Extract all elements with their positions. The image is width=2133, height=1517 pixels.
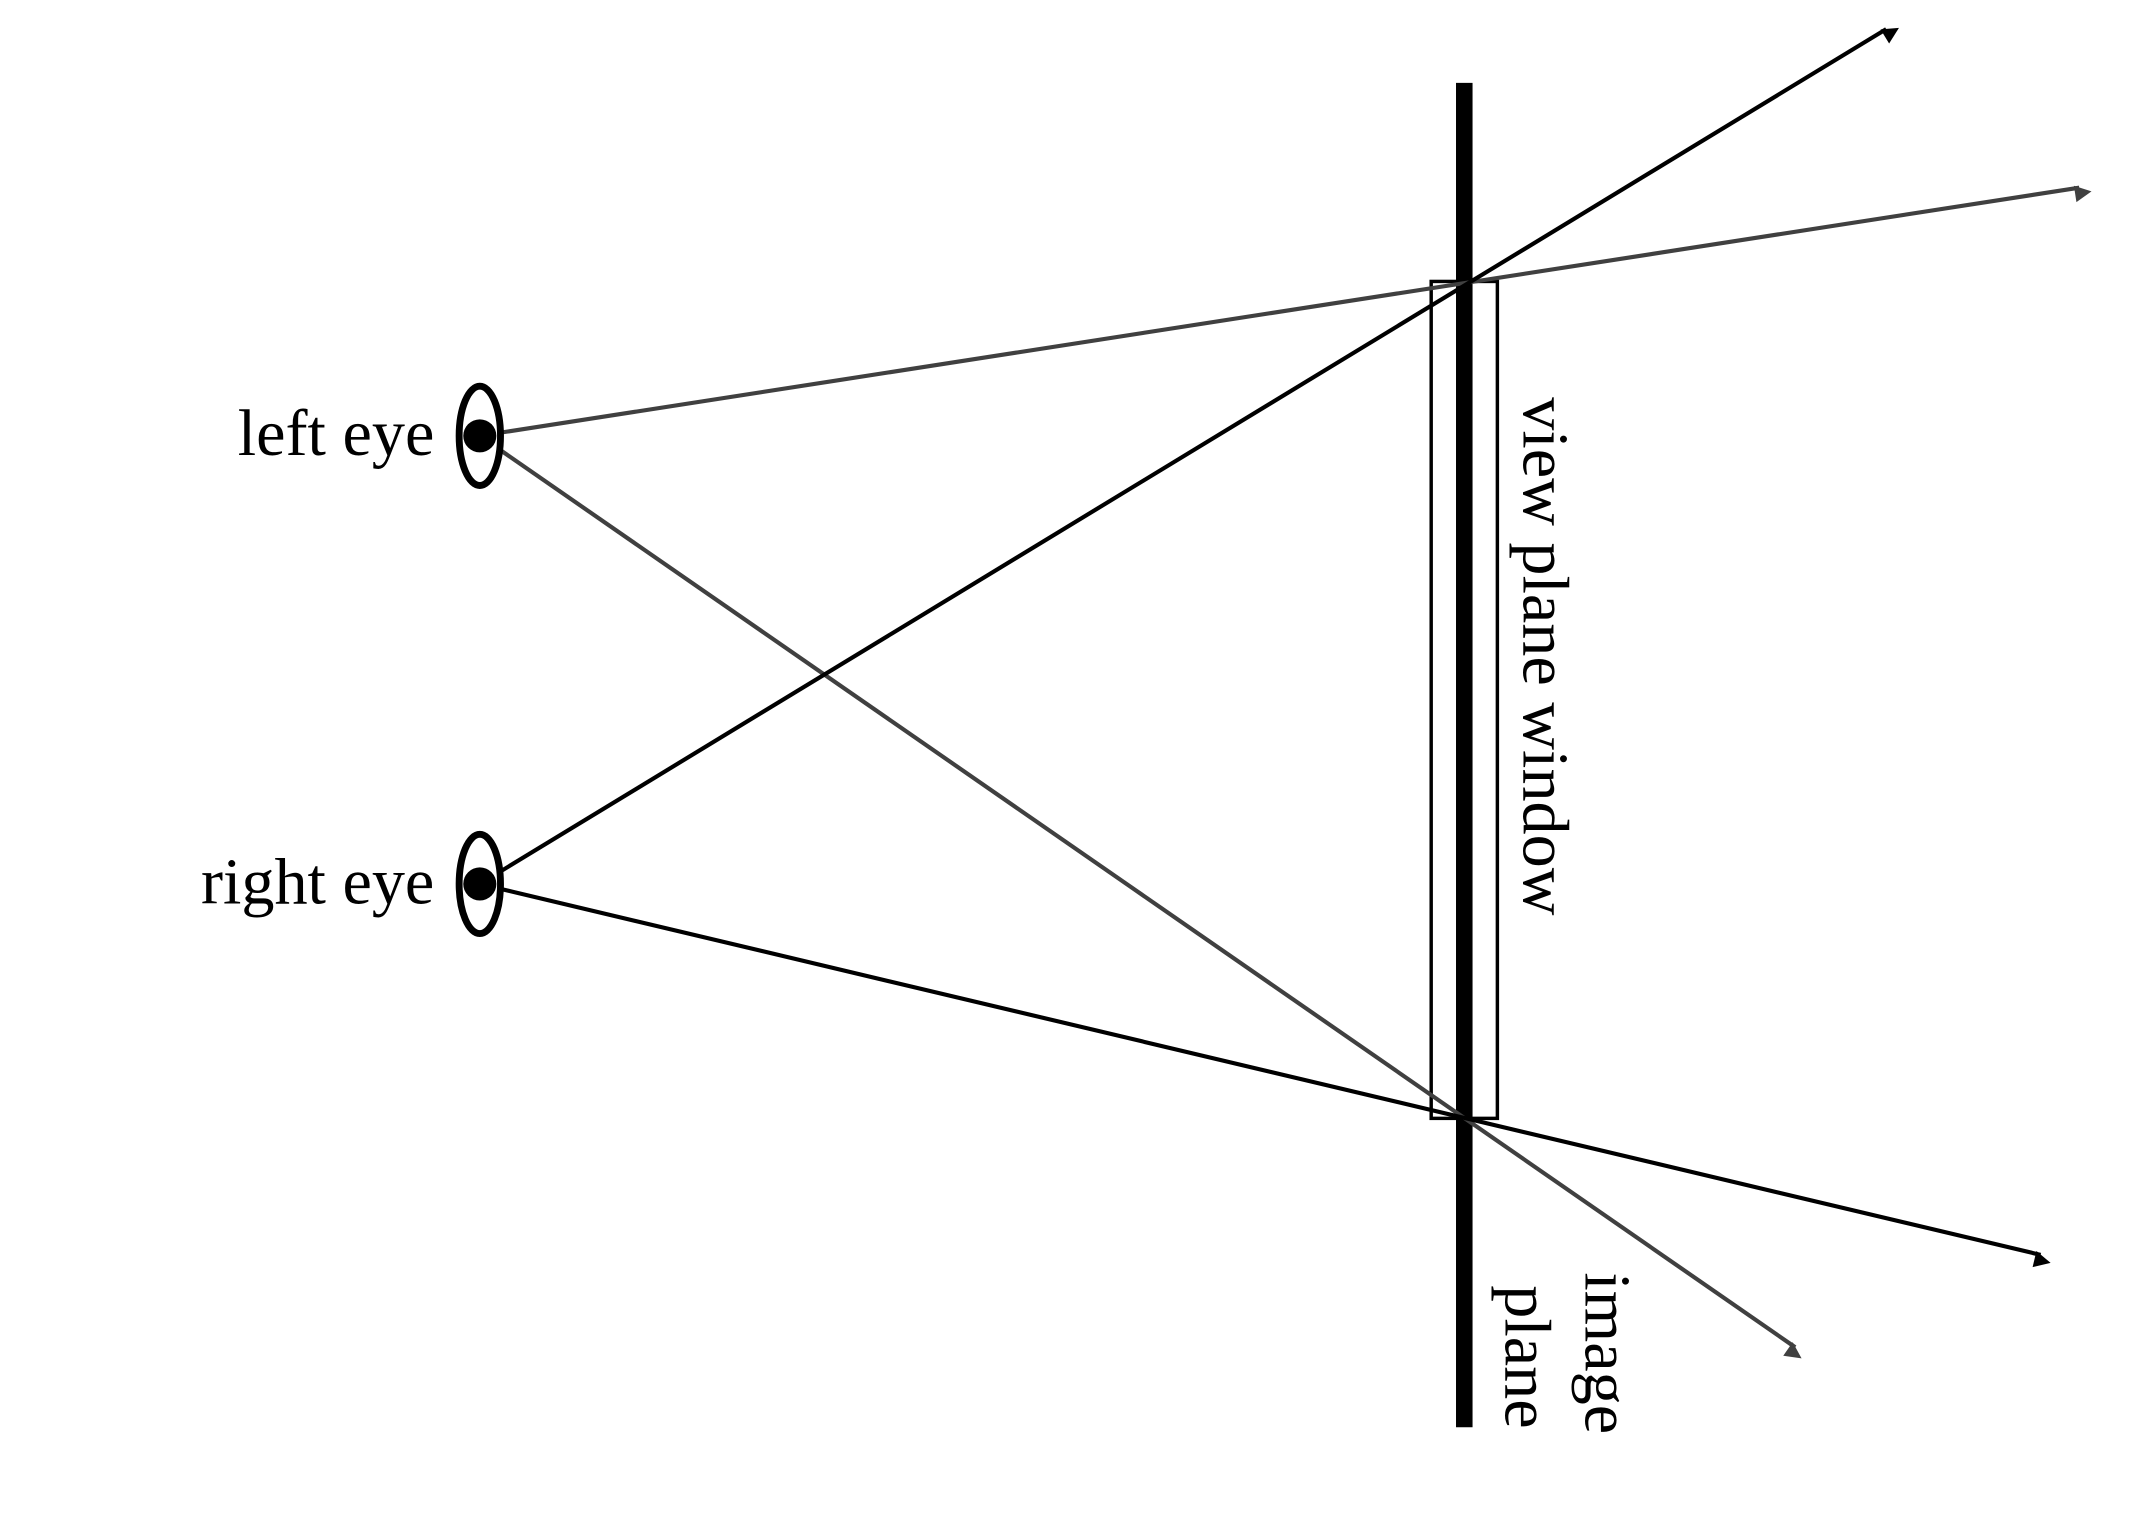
right-eye-ray-top [478, 27, 1899, 886]
left-eye-ray-bottom [478, 434, 1802, 1359]
view-plane-window-label: view plane window [1509, 397, 1582, 915]
left-eye-icon [455, 382, 504, 489]
left-eye-label: left eye [238, 397, 435, 470]
right-eye-ray-bottom [479, 881, 2051, 1268]
image-plane-label-line1: image [1571, 1272, 1644, 1434]
image-plane-label-line2: plane [1491, 1285, 1564, 1428]
right-eye-label: right eye [201, 845, 434, 918]
left-eye-ray-top [479, 185, 2092, 438]
right-eye-icon [455, 830, 504, 938]
